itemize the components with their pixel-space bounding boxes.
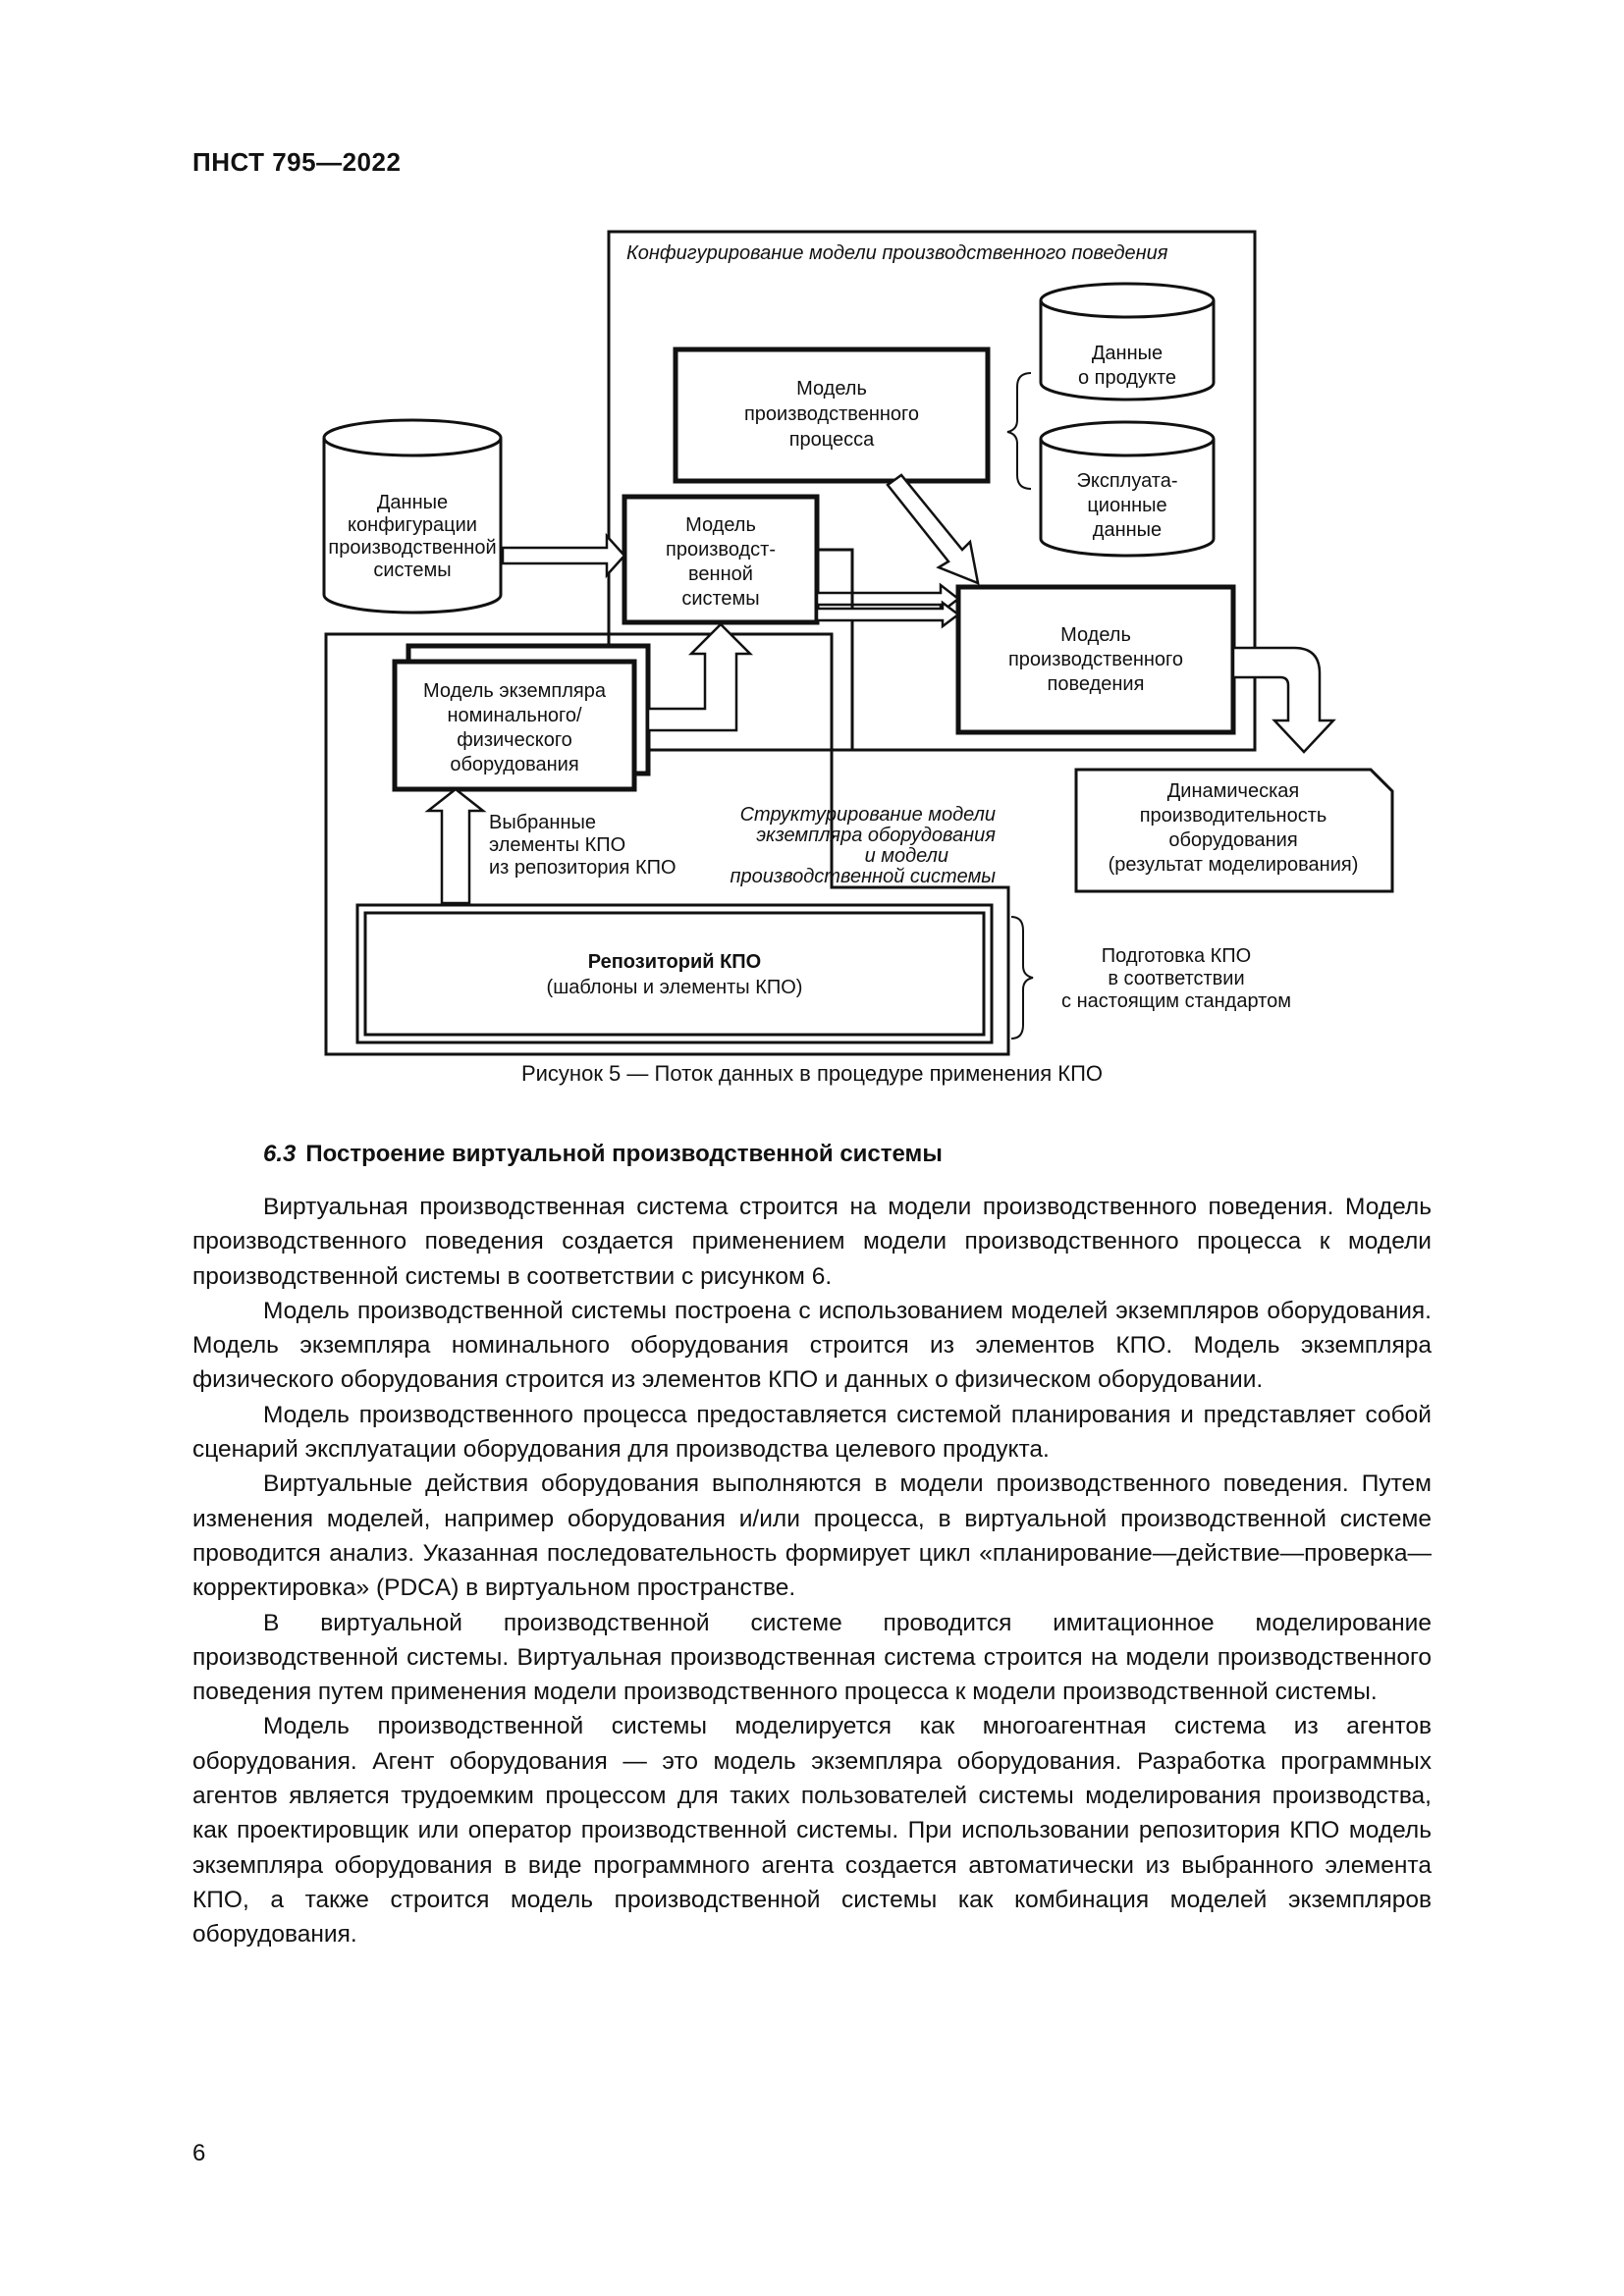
data-flow-figure: Конфигурирование модели производственног…: [322, 230, 1394, 1056]
paragraph: Модель производственной системы моделиру…: [192, 1713, 1432, 1949]
svg-text:производственного: производственного: [744, 403, 919, 425]
arrow-config-to-system: [501, 532, 626, 579]
paragraph: Виртуальная производственная система стр…: [192, 1194, 1432, 1290]
svg-text:Подготовка КПО: Подготовка КПО: [1102, 945, 1251, 967]
repository-title: Репозиторий КПО: [588, 951, 761, 973]
svg-text:Модель экземпляра: Модель экземпляра: [423, 680, 607, 702]
paragraph: Модель производственного процесса предос…: [192, 1401, 1432, 1464]
repository-brace: [1010, 916, 1034, 1040]
svg-text:конфигурации: конфигурации: [348, 514, 477, 536]
svg-text:и модели: и модели: [865, 845, 948, 867]
svg-text:Динамическая: Динамическая: [1167, 780, 1300, 802]
svg-text:о продукте: о продукте: [1078, 367, 1176, 389]
svg-text:экземпляра оборудования: экземпляра оборудования: [756, 825, 996, 846]
svg-text:физического: физического: [457, 729, 572, 751]
system-model-box: [622, 494, 820, 625]
svg-text:производственной системы: производственной системы: [730, 866, 996, 887]
svg-text:производственной: производственной: [328, 537, 496, 559]
svg-text:элементы КПО: элементы КПО: [489, 834, 625, 856]
page-number: 6: [192, 2140, 206, 2166]
instance-model-label: Модель экземпляра номинального/ физическ…: [423, 680, 607, 775]
figure-caption: Рисунок 5 — Поток данных в процедуре при…: [520, 1061, 1104, 1086]
configuration-frame: [607, 230, 1257, 752]
svg-text:ционные: ционные: [1087, 495, 1166, 516]
process-model-box: [673, 347, 991, 484]
svg-text:данные: данные: [1093, 519, 1162, 541]
arrow-system-to-behavior: [815, 582, 961, 615]
svg-text:(результат моделирования): (результат моделирования): [1109, 854, 1359, 876]
arrow-instance-to-system: [646, 622, 754, 732]
svg-text:системы: системы: [373, 560, 451, 581]
svg-text:Выбранные: Выбранные: [489, 812, 596, 833]
config-data-cylinder: [322, 418, 503, 614]
data-brace: [1006, 372, 1032, 490]
repository-box-outer: [355, 903, 994, 1044]
body-text: Виртуальная производственная система стр…: [192, 1190, 1432, 1952]
section-title: Построение виртуальной производственной …: [305, 1141, 943, 1167]
dynamic-output-label: Динамическая производительность оборудов…: [1109, 780, 1359, 876]
repository-box-inner: [363, 911, 986, 1037]
process-model-label: Модель производственного процесса: [744, 378, 919, 451]
svg-text:процесса: процесса: [789, 429, 875, 451]
paragraph: Модель производственной системы построен…: [192, 1297, 1432, 1394]
section-heading: 6.3 Построение виртуальной производственн…: [263, 1141, 943, 1168]
config-data-label: Данные конфигурации производственной сис…: [328, 492, 496, 581]
arrow-behavior-to-output: [1231, 646, 1336, 754]
product-data-label: Данные о продукте: [1078, 343, 1176, 389]
preparation-label: Подготовка КПО в соответствии с настоящи…: [1061, 945, 1291, 1012]
svg-text:оборудования: оборудования: [450, 754, 578, 775]
svg-text:Модель: Модель: [1060, 624, 1131, 646]
svg-text:поведения: поведения: [1048, 673, 1145, 695]
product-data-cylinder: [1039, 282, 1216, 401]
svg-text:с настоящим стандартом: с настоящим стандартом: [1061, 990, 1291, 1012]
svg-text:оборудования: оборудования: [1168, 829, 1297, 851]
svg-text:Данные: Данные: [377, 492, 448, 513]
svg-text:из репозитория КПО: из репозитория КПО: [489, 857, 677, 879]
behavior-model-label: Модель производственного поведения: [1008, 624, 1183, 695]
structuring-label: Структурирование модели экземпляра обору…: [730, 804, 996, 887]
svg-text:номинального/: номинального/: [447, 705, 581, 726]
svg-text:производственного: производственного: [1008, 649, 1183, 670]
svg-text:Модель: Модель: [685, 514, 756, 536]
operational-data-label: Эксплуата- ционные данные: [1076, 470, 1177, 541]
structuring-frame: [324, 632, 1010, 1056]
svg-text:Модель: Модель: [796, 378, 867, 400]
arrow-repository-to-instance: [424, 787, 487, 905]
section-number: 6.3: [263, 1141, 297, 1167]
arrow-process-to-behavior: [886, 473, 980, 586]
repository-subtitle: (шаблоны и элементы КПО): [547, 977, 803, 998]
document-header: ПНСТ 795—2022: [192, 147, 402, 177]
svg-text:производст-: производст-: [666, 539, 776, 561]
svg-text:Эксплуата-: Эксплуата-: [1076, 470, 1177, 492]
configuration-frame-label: Конфигурирование модели производственног…: [626, 242, 1168, 264]
svg-text:производительность: производительность: [1140, 805, 1327, 827]
svg-text:Данные: Данные: [1092, 343, 1163, 364]
svg-text:в соответствии: в соответствии: [1108, 968, 1244, 989]
dynamic-output-shape: [1074, 768, 1394, 893]
system-model-label: Модель производст- венной системы: [666, 514, 776, 610]
instance-model-box: [392, 659, 637, 792]
line-system-loop: [817, 548, 854, 750]
paragraph: В виртуальной производственной системе п…: [192, 1609, 1432, 1706]
arrow-system-lower: [815, 600, 961, 629]
selected-elements-label: Выбранные элементы КПО из репозитория КП…: [489, 812, 677, 879]
svg-text:Структурирование модели: Структурирование модели: [740, 804, 996, 826]
operational-data-cylinder: [1039, 420, 1216, 558]
svg-text:венной: венной: [688, 563, 753, 585]
svg-text:системы: системы: [681, 588, 759, 610]
paragraph: Виртуальные действия оборудования выполн…: [192, 1470, 1432, 1602]
